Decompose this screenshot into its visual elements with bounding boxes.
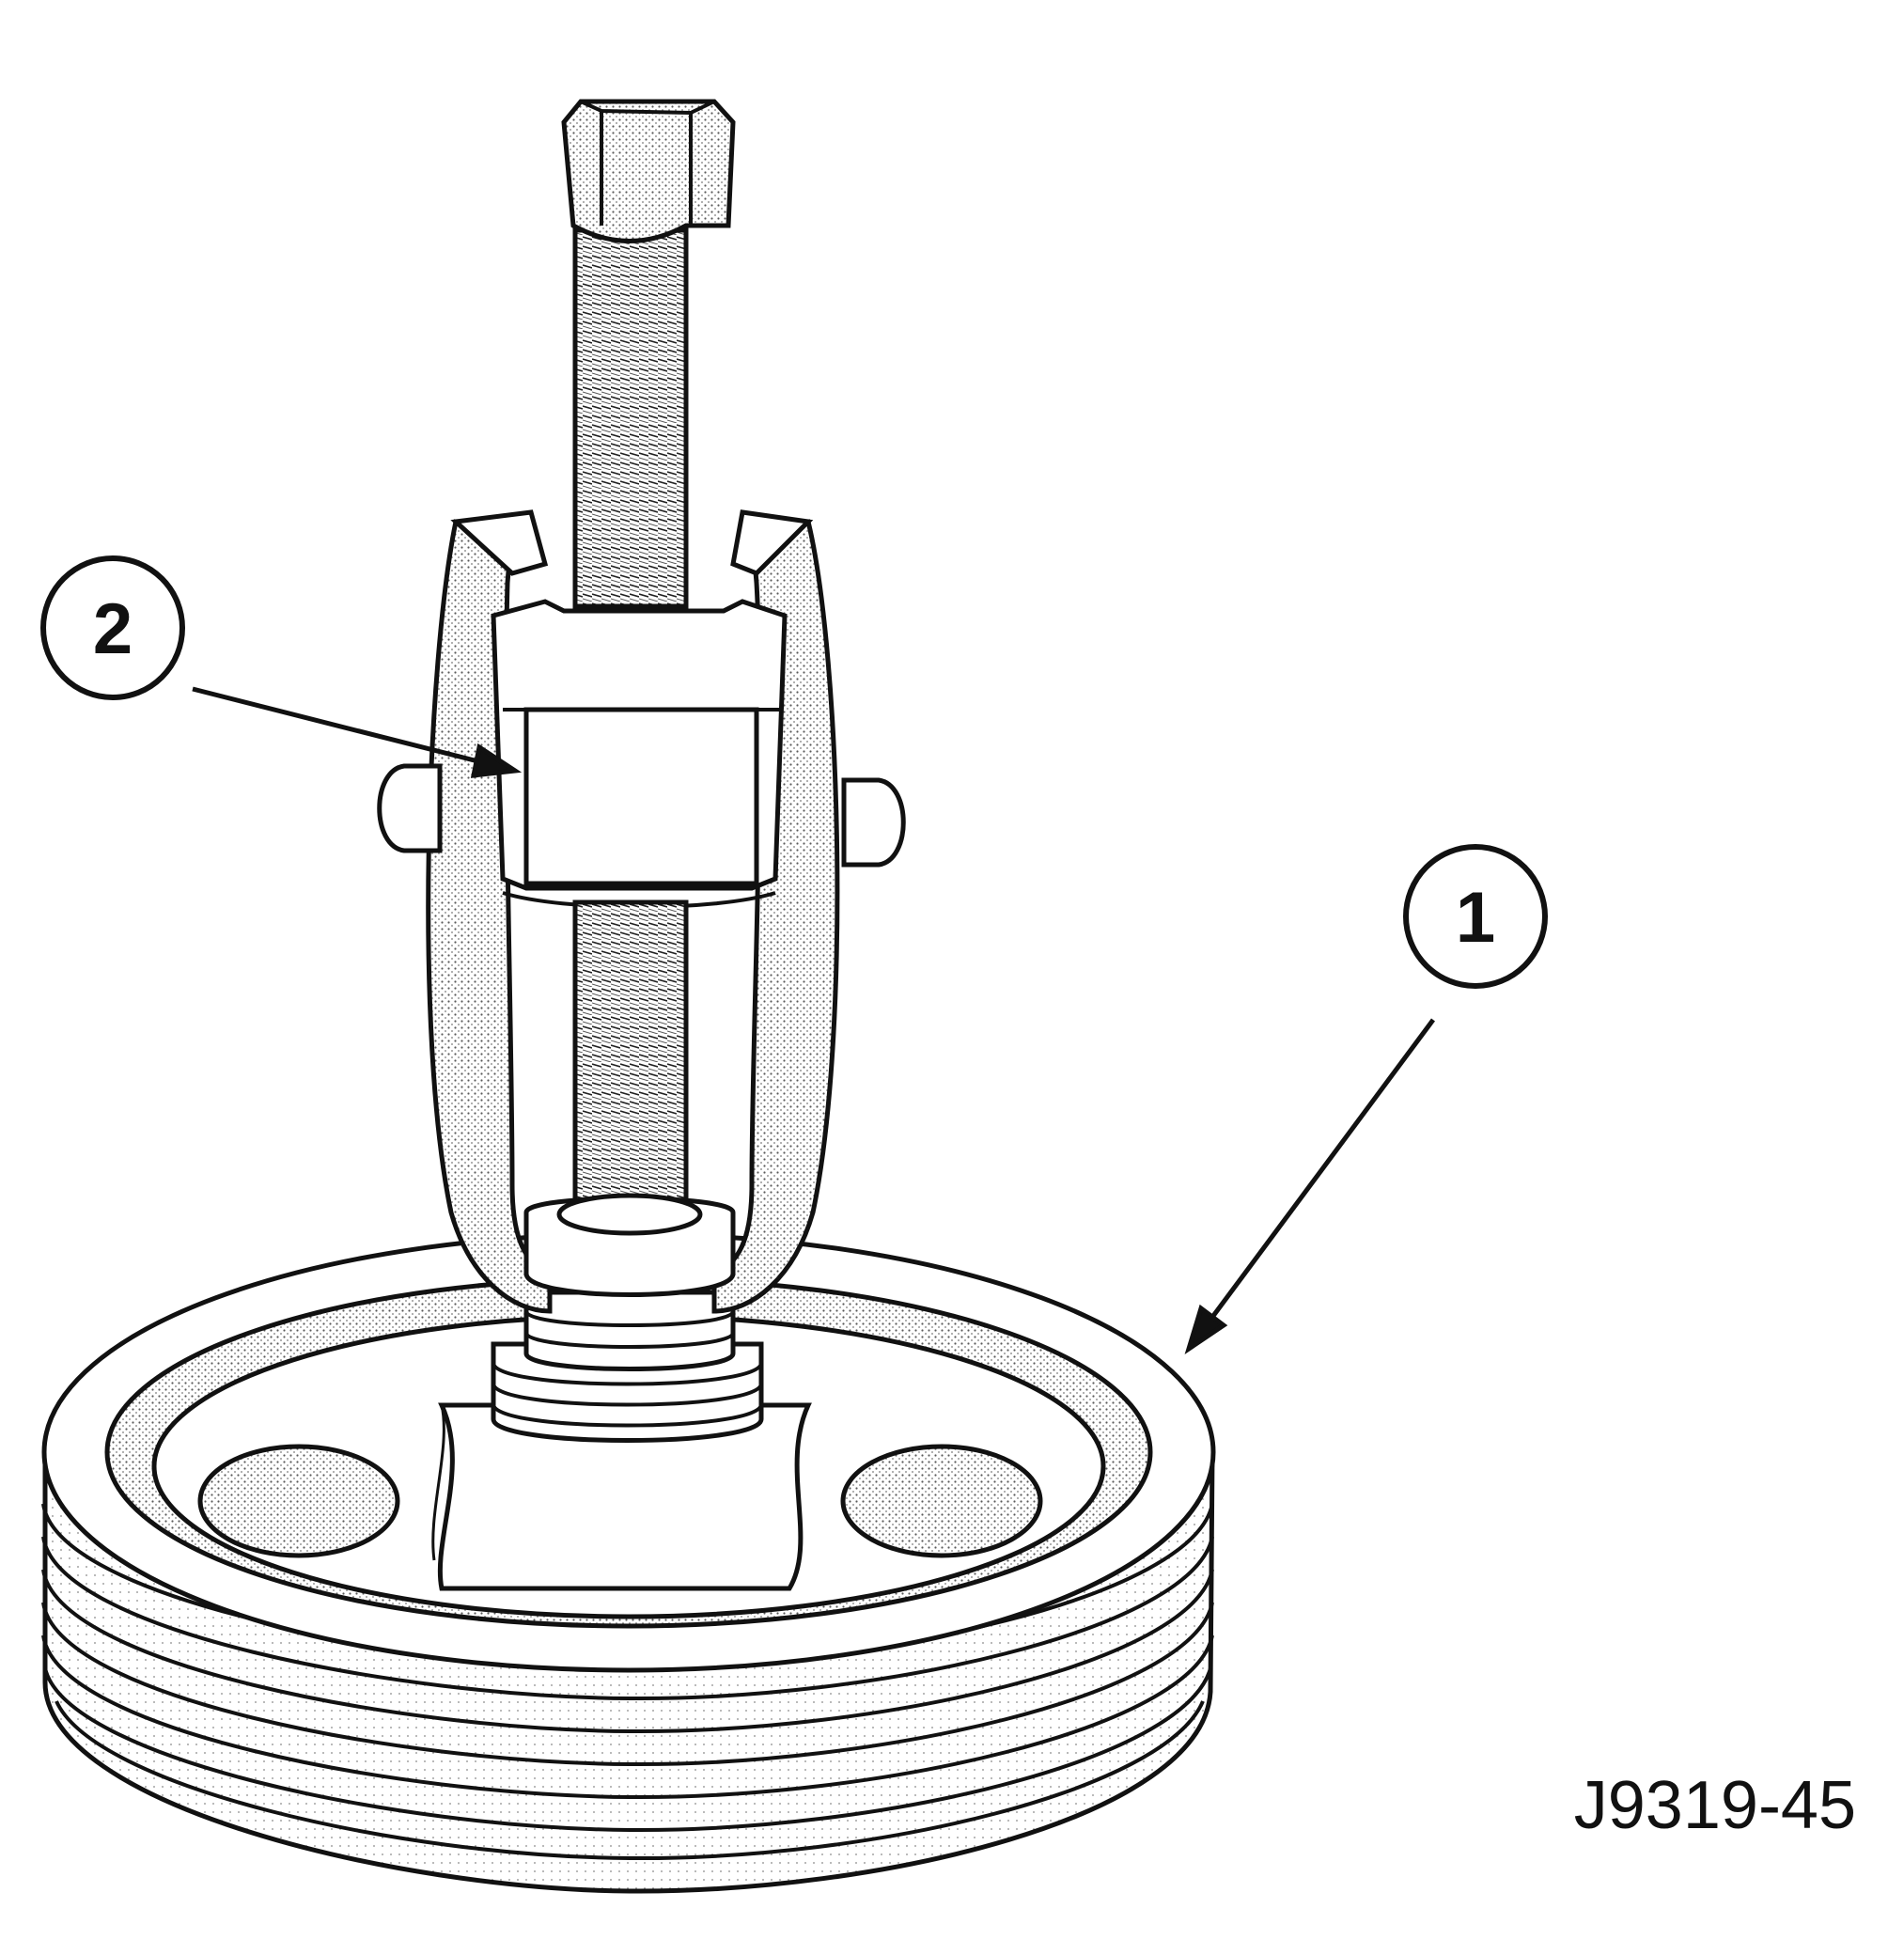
pivot-pin-right	[841, 777, 906, 868]
callout-pulley: 1	[1403, 844, 1548, 989]
leader-line-pulley	[1186, 1018, 1436, 1351]
figure-id: J9319-45	[1574, 1768, 1856, 1843]
hub-rings	[491, 1290, 764, 1443]
leader-line-puller	[192, 686, 516, 774]
pulley-hole-right	[840, 1444, 1043, 1558]
leader-lines	[192, 686, 1436, 1355]
pivot-pin-left	[377, 763, 443, 853]
arrowhead-pulley	[1184, 1304, 1228, 1355]
callout-label-puller: 2	[93, 589, 133, 669]
arrowhead-puller	[470, 743, 523, 778]
callout-circle-puller	[40, 555, 185, 700]
pulley-hole-left	[197, 1444, 400, 1558]
hex-head-bolt	[561, 99, 736, 243]
puller-tool	[377, 99, 906, 1443]
puller-block	[523, 707, 759, 886]
forcing-screw-lower	[572, 899, 689, 1225]
pulley	[41, 1231, 1216, 1894]
callout-circle-pulley	[1403, 844, 1548, 989]
forcing-screw-upper	[572, 227, 689, 609]
callout-label-pulley: 1	[1456, 878, 1495, 958]
pulley-hub	[437, 1402, 812, 1591]
callout-puller: 2	[40, 555, 185, 700]
